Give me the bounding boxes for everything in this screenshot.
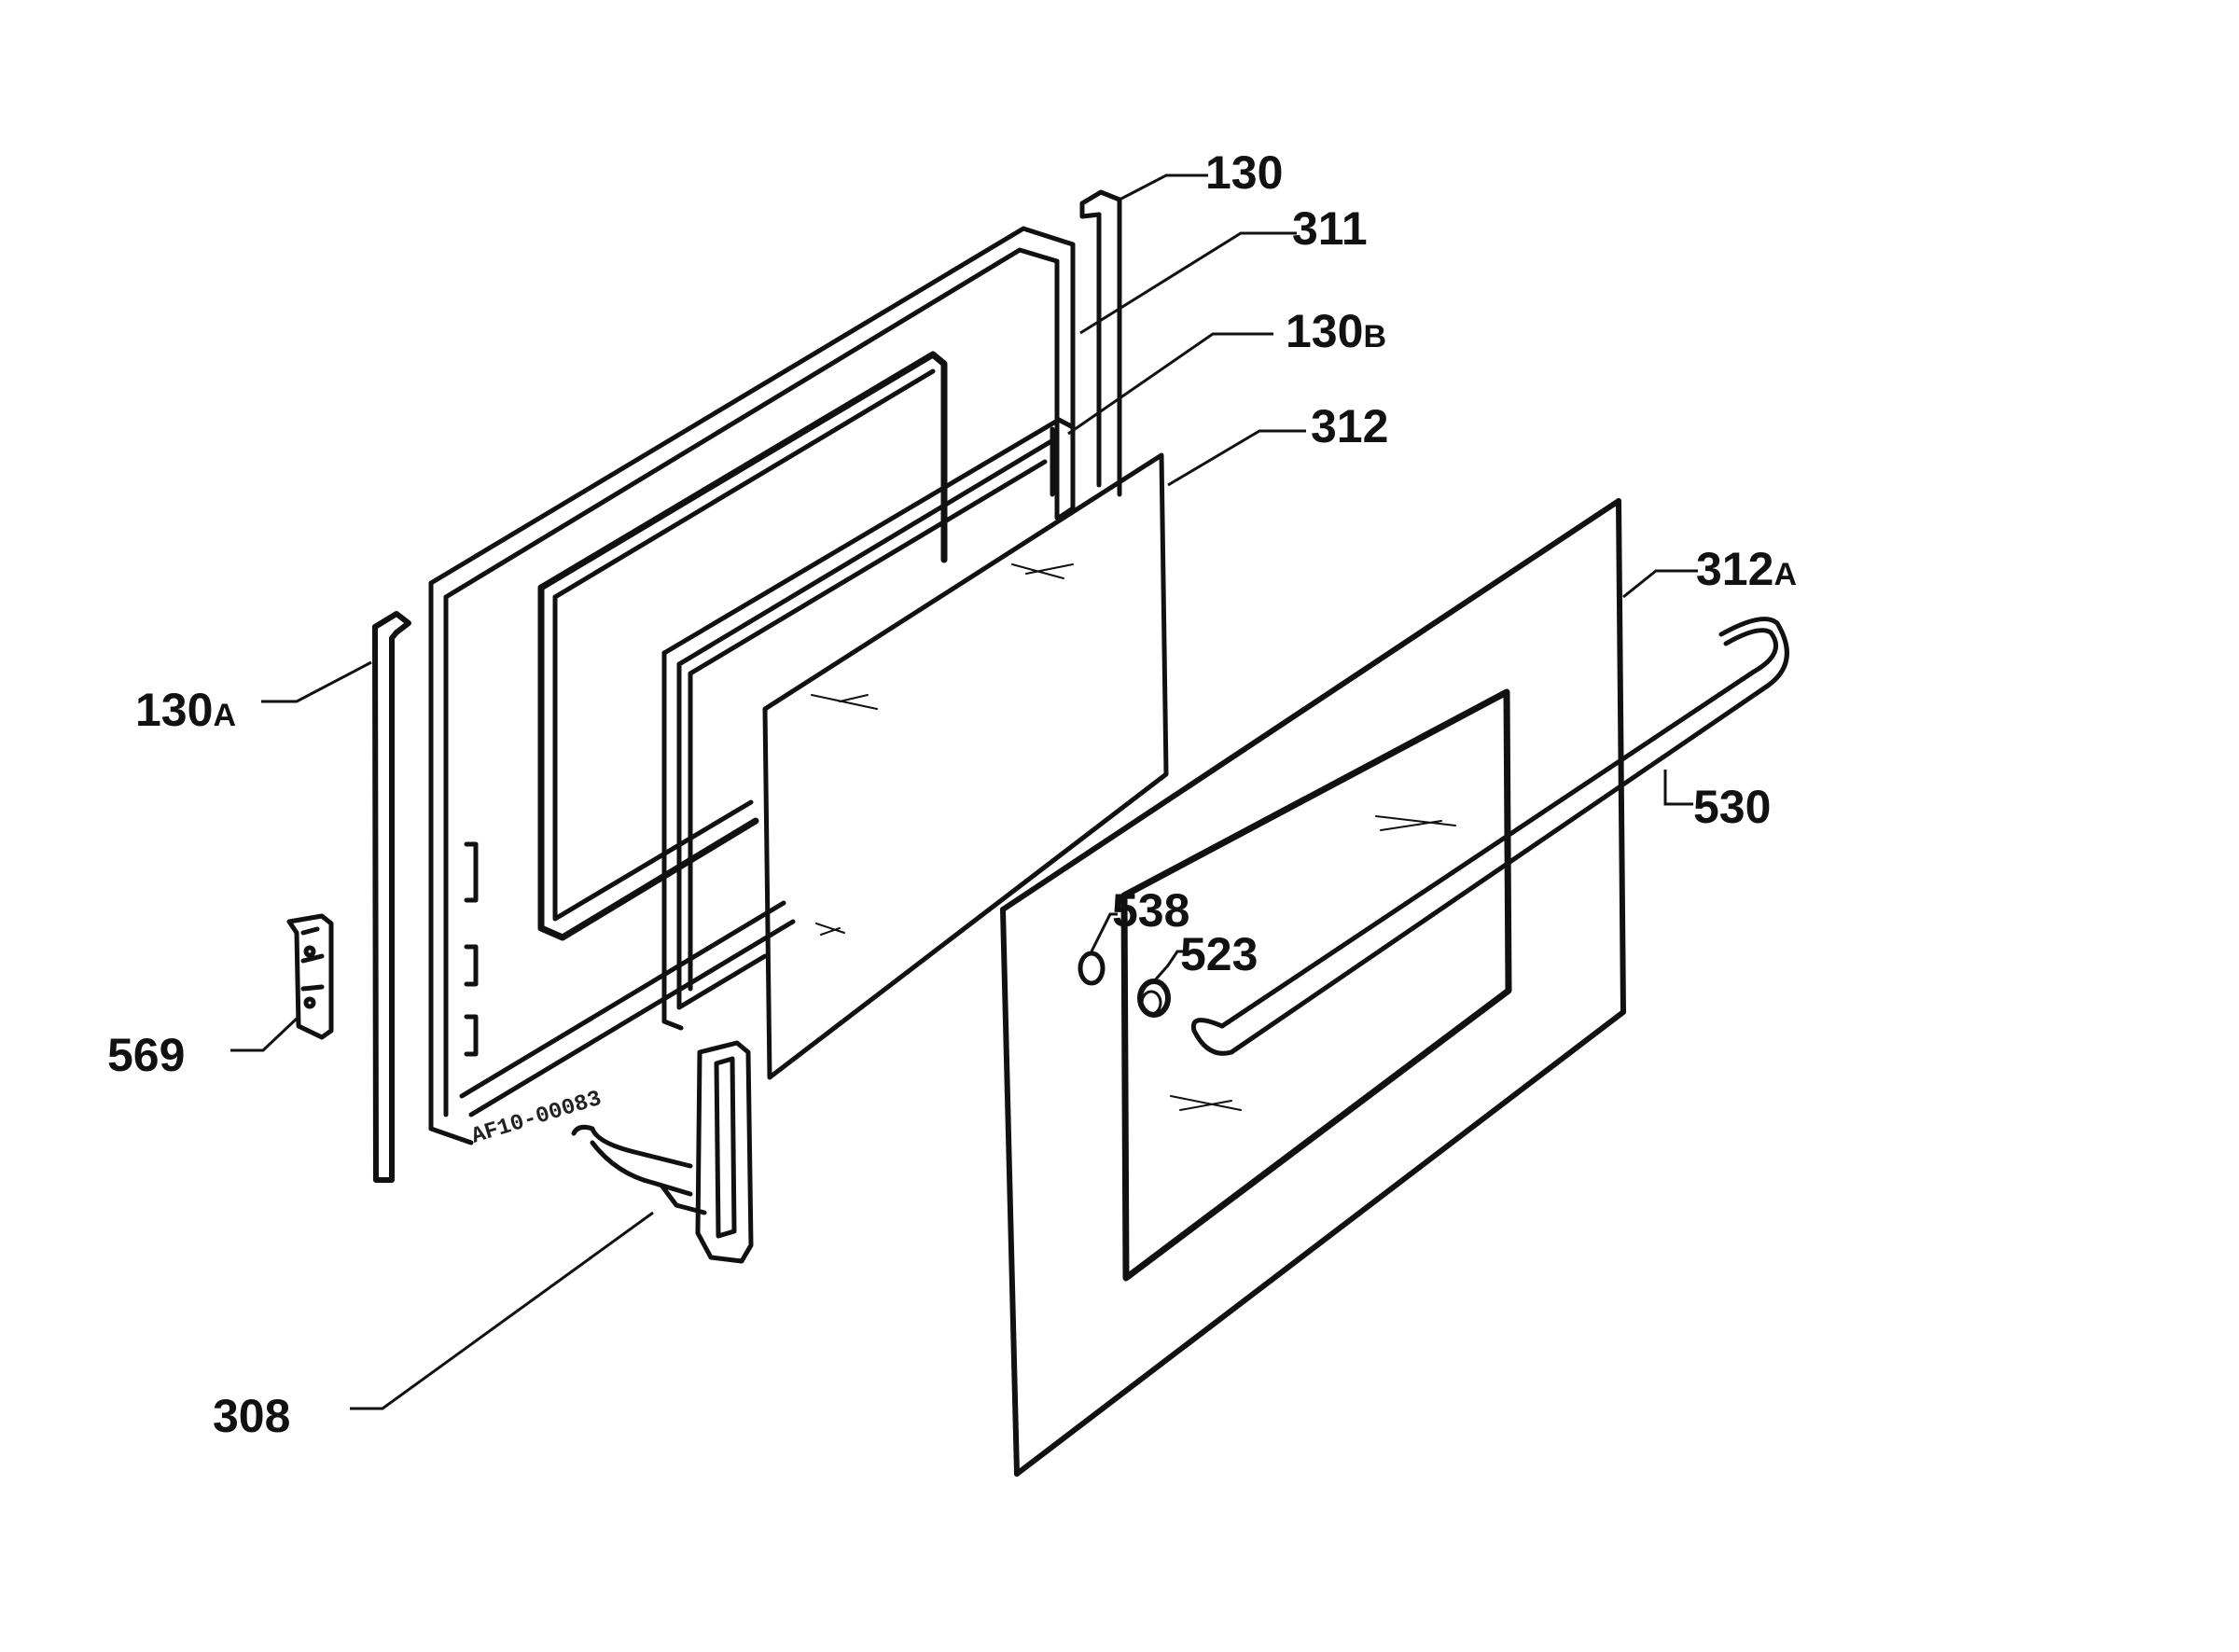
label-311: 311 bbox=[1292, 202, 1368, 255]
part-530-handle bbox=[1190, 617, 1789, 1056]
part-312-inner-glass bbox=[762, 452, 1169, 1080]
label-538: 538 bbox=[1112, 884, 1189, 937]
label-530: 530 bbox=[1693, 781, 1771, 833]
label-130: 130 bbox=[1205, 146, 1283, 199]
part-130a-left-trim bbox=[372, 611, 411, 1183]
part-311-inner-frame bbox=[428, 226, 1076, 1145]
label-308: 308 bbox=[213, 1390, 290, 1442]
label-523: 523 bbox=[1180, 928, 1258, 980]
part-130b-glass-frame bbox=[661, 417, 1076, 1031]
part-130-trim-strip bbox=[1079, 189, 1122, 497]
label-130b: 130B bbox=[1286, 305, 1386, 357]
label-312: 312 bbox=[1311, 400, 1388, 452]
part-569-hinge-bracket bbox=[286, 913, 334, 1040]
part-312a-outer-glass bbox=[1000, 498, 1626, 1477]
part-308-hinge bbox=[571, 1040, 754, 1264]
part-523-knob bbox=[1137, 979, 1171, 1018]
label-312a: 312A bbox=[1696, 543, 1797, 595]
label-569: 569 bbox=[107, 1029, 185, 1081]
label-130a: 130A bbox=[135, 684, 236, 736]
drawing-code-stamp: AF10-00083 bbox=[468, 1087, 605, 1150]
leader-lines bbox=[230, 174, 1698, 1410]
part-538-washer bbox=[1078, 951, 1106, 986]
